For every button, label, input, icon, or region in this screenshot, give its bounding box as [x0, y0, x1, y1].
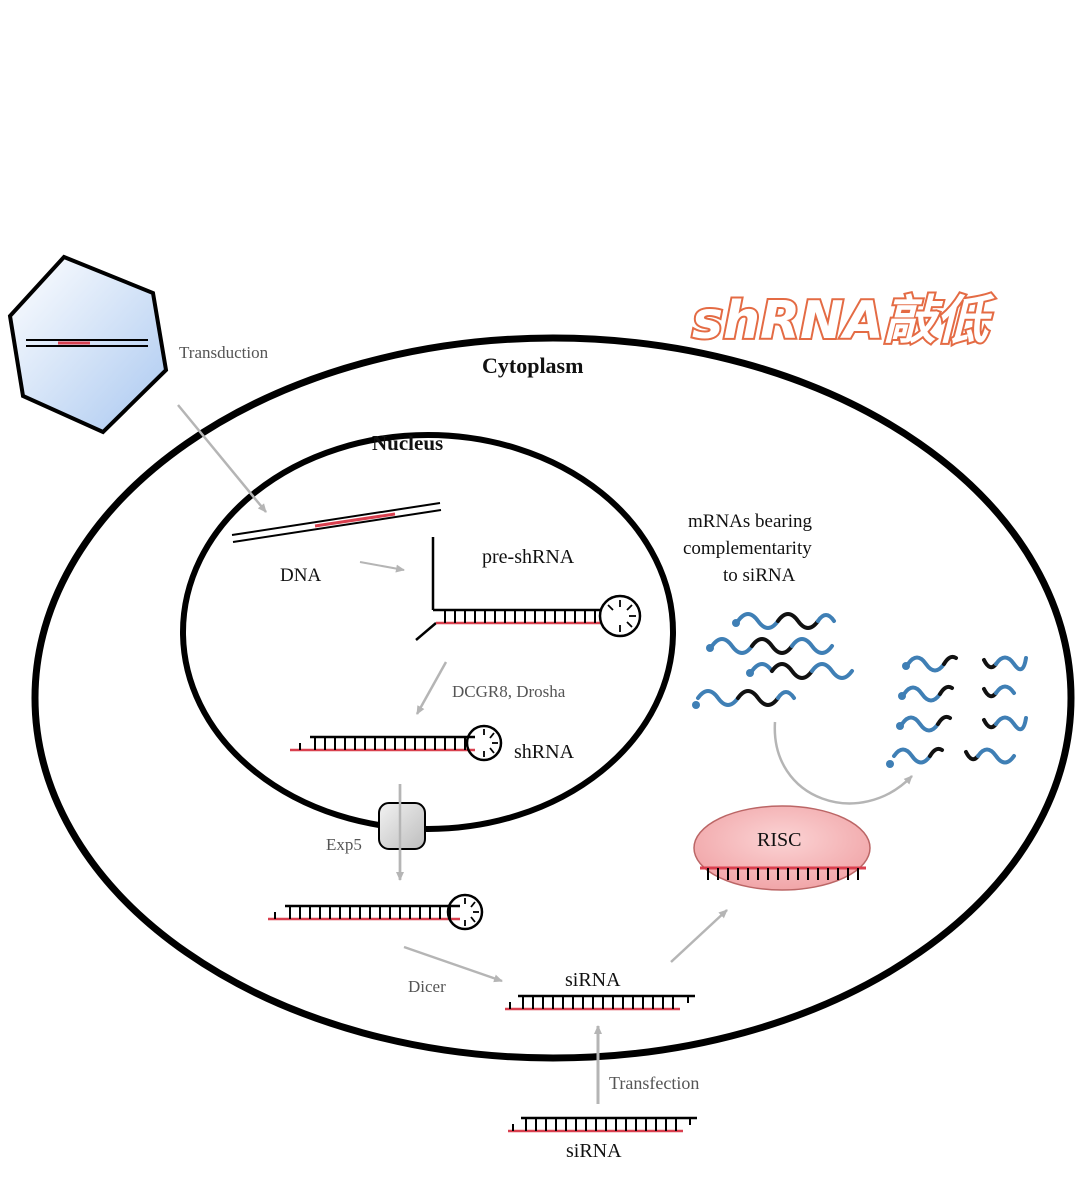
cytoplasm-label: Cytoplasm: [482, 353, 583, 378]
transfection-label: Transfection: [609, 1073, 699, 1093]
hexagon-virus-icon: [7, 254, 169, 435]
mrna-label-line2: complementarity: [683, 538, 812, 559]
cytoplasmic-shrna-molecule: [268, 893, 484, 931]
drosha-arrow: [415, 661, 448, 715]
risc-complex: [693, 805, 871, 891]
cleavage-arrow: [773, 721, 913, 805]
cleaved-mrna-strand: [896, 714, 1028, 733]
sirna-cytoplasm-label: siRNA: [565, 969, 621, 991]
cell-membrane: [31, 334, 1075, 1062]
mrna-label-line1: mRNAs bearing: [688, 511, 813, 532]
cleaved-mrna-strand: [898, 684, 1016, 703]
transduction-arrow: [177, 404, 267, 513]
shrna-label: shRNA: [514, 741, 575, 763]
sirna-external-label: siRNA: [566, 1140, 622, 1162]
hairpin-loop-icon: [598, 594, 642, 638]
dicer-label: Dicer: [408, 977, 446, 996]
exp5-pore-icon: [378, 802, 426, 850]
mrna-strand: [706, 637, 834, 655]
mrna-strand: [732, 612, 836, 630]
mrna-label-line3: to siRNA: [723, 565, 796, 586]
risc-label: RISC: [757, 829, 801, 851]
dcgr8-drosha-label: DCGR8, Drosha: [452, 682, 566, 701]
cleaved-mrna-group: [886, 654, 1028, 768]
sirna-cytoplasm-molecule: [505, 994, 695, 1011]
shrna-molecule: [290, 724, 503, 762]
intact-mrna-group: [692, 612, 854, 709]
mrna-strand: [692, 689, 796, 709]
cleaved-mrna-strand: [902, 654, 1028, 673]
sirna-external-molecule: [508, 1116, 697, 1133]
pre-shrna-molecule: [415, 537, 642, 641]
dna-strand: [231, 502, 442, 543]
dna-to-preshrna-arrow: [359, 561, 405, 573]
pre-shrna-label: pre-shRNA: [482, 546, 575, 568]
sirna-to-risc-arrow: [670, 909, 728, 963]
dicer-arrow: [403, 945, 503, 983]
nucleus-label: Nucleus: [372, 431, 443, 455]
transduction-label: Transduction: [179, 343, 269, 362]
mrna-strand: [746, 662, 854, 680]
nuclear-membrane: [180, 432, 676, 832]
diagram-title: shRNA敲低: [692, 291, 995, 351]
cleaved-mrna-strand: [886, 746, 1016, 768]
exp5-label: Exp5: [326, 835, 362, 854]
dna-label: DNA: [280, 565, 321, 586]
